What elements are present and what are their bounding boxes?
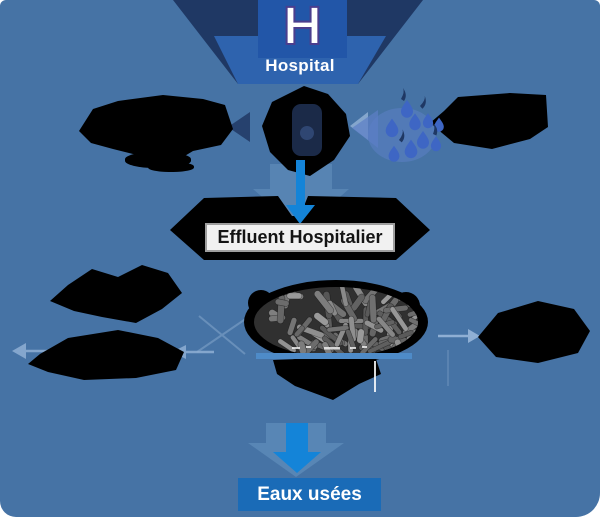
redacted-text-fragment bbox=[148, 162, 194, 172]
faint-medical-icon-dot bbox=[300, 126, 314, 140]
eaux-usees-text: Eaux usées bbox=[257, 483, 362, 505]
sem-pointer-line bbox=[374, 361, 376, 392]
down-arrow-top-icon bbox=[286, 160, 315, 224]
effluent-hospitalier-label: Effluent Hospitalier bbox=[205, 223, 395, 252]
left-arrowhead-icon bbox=[228, 112, 250, 142]
hospital-letter-h: H bbox=[282, 0, 323, 57]
hospital-banner-shape bbox=[173, 0, 423, 84]
right-connector-arrow-icon bbox=[438, 329, 480, 343]
far-left-arrowhead-icon bbox=[12, 343, 48, 359]
bacteria-rods-texture bbox=[268, 287, 418, 357]
bacteria-sem-image bbox=[254, 287, 418, 357]
faint-medical-icon bbox=[292, 104, 322, 156]
effluent-hospitalier-text: Effluent Hospitalier bbox=[217, 227, 383, 247]
droplet-accents bbox=[399, 88, 438, 143]
eaux-usees-label: Eaux usées bbox=[238, 478, 381, 511]
water-droplets-icon bbox=[352, 88, 444, 162]
down-arrow-bottom-icon bbox=[273, 423, 321, 473]
sem-scale-marks bbox=[292, 346, 367, 350]
sem-underline-bar bbox=[256, 353, 412, 359]
hospital-label: Hospital bbox=[265, 56, 335, 75]
crossing-connector-lines bbox=[196, 315, 248, 355]
